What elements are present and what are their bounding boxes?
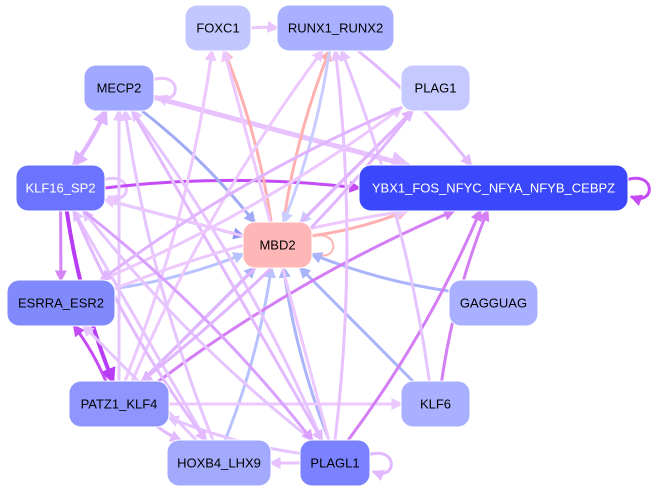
node-box[interactable]	[242, 221, 313, 269]
node-ybx1[interactable]: YBX1_FOS_NFYC_NFYA_NFYB_CEBPZ	[358, 164, 629, 212]
edge-runx1_runx2-to-mbd2	[281, 49, 331, 225]
edge-plagl1-to-patz1_klf4	[166, 415, 302, 455]
node-label: PLAGL1	[310, 456, 359, 471]
node-label: MECP2	[97, 81, 142, 96]
node-esrra-esr2[interactable]: ESRRA_ESR2	[6, 279, 116, 327]
node-box[interactable]	[276, 4, 395, 52]
edges-layer	[54, 20, 651, 481]
node-box[interactable]	[68, 380, 170, 428]
node-box[interactable]	[6, 279, 116, 327]
node-klf16-sp2[interactable]: KLF16_SP2	[15, 164, 106, 212]
edge-mecp2-to-klf16_sp2	[71, 109, 108, 168]
node-label: PATZ1_KLF4	[81, 397, 158, 412]
edge-hoxb4_lhx9-to-mecp2	[120, 108, 215, 442]
node-runx1-runx2[interactable]: RUNX1_RUNX2	[276, 4, 395, 52]
edge-mecp2-to-mbd2	[140, 109, 256, 224]
edge-ybx1-to-ybx1	[624, 176, 651, 206]
edge-patz1_klf4-to-hoxb4_lhx9	[156, 425, 183, 442]
node-gagguag[interactable]: GAGGUAG	[448, 279, 539, 327]
node-foxc1[interactable]: FOXC1	[184, 4, 252, 52]
node-label: KLF6	[420, 397, 451, 412]
node-plagl1[interactable]: PLAGL1	[299, 439, 371, 487]
edge-klf6-to-mbd2	[298, 266, 415, 383]
node-label: HOXB4_LHX9	[177, 456, 261, 471]
node-box[interactable]	[358, 164, 629, 212]
node-box[interactable]	[15, 164, 106, 212]
edge-mbd2-to-ybx1	[310, 208, 409, 238]
node-box[interactable]	[400, 380, 471, 428]
edge-klf16_sp2-to-hoxb4_lhx9	[72, 209, 208, 442]
node-mbd2[interactable]: MBD2	[242, 221, 313, 269]
node-label: GAGGUAG	[460, 296, 527, 311]
edge-plagl1-to-plagl1	[366, 451, 393, 481]
edge-mbd2-to-mbd2	[309, 234, 335, 260]
node-label: FOXC1	[196, 21, 239, 36]
edge-patz1_klf4-to-runx1_runx2	[130, 49, 324, 383]
node-label: MBD2	[259, 238, 295, 253]
edge-hoxb4_lhx9-to-klf16_sp2	[72, 208, 208, 442]
node-label: RUNX1_RUNX2	[288, 21, 383, 36]
node-patz1-klf4[interactable]: PATZ1_KLF4	[68, 380, 170, 428]
node-box[interactable]	[184, 4, 252, 52]
edge-mecp2-to-plagl1	[130, 109, 324, 443]
edge-plagl1-to-mecp2	[130, 109, 324, 442]
edge-klf16_sp2-to-plagl1	[81, 209, 314, 442]
node-label: YBX1_FOS_NFYC_NFYA_NFYB_CEBPZ	[372, 181, 615, 196]
node-box[interactable]	[448, 279, 539, 327]
node-box[interactable]	[400, 64, 471, 112]
node-box[interactable]	[166, 439, 272, 487]
node-box[interactable]	[299, 439, 371, 487]
node-label: ESRRA_ESR2	[18, 296, 104, 311]
edge-gagguag-to-mbd2	[309, 252, 451, 293]
edge-foxc1-to-runx1_runx2	[249, 20, 280, 33]
edge-mbd2-to-runx1_runx2	[282, 48, 332, 224]
node-plag1[interactable]: PLAG1	[400, 64, 471, 112]
edge-plagl1-to-runx1_runx2	[330, 48, 349, 442]
edge-hoxb4_lhx9-to-mbd2	[223, 265, 276, 442]
edge-plag1-to-esrra_esr2	[99, 106, 403, 282]
node-mecp2[interactable]: MECP2	[83, 64, 155, 112]
edge-mbd2-to-foxc1	[222, 48, 273, 224]
node-box[interactable]	[83, 64, 155, 112]
edge-mbd2-to-klf16_sp2	[102, 196, 245, 238]
edge-patz1_klf4-to-esrra_esr2	[72, 324, 108, 383]
node-label: PLAG1	[415, 81, 457, 96]
node-hoxb4-lhx9[interactable]: HOXB4_LHX9	[166, 439, 272, 487]
edge-patz1_klf4-to-ybx1	[157, 209, 456, 383]
node-klf6[interactable]: KLF6	[400, 380, 471, 428]
node-label: KLF16_SP2	[25, 181, 95, 196]
